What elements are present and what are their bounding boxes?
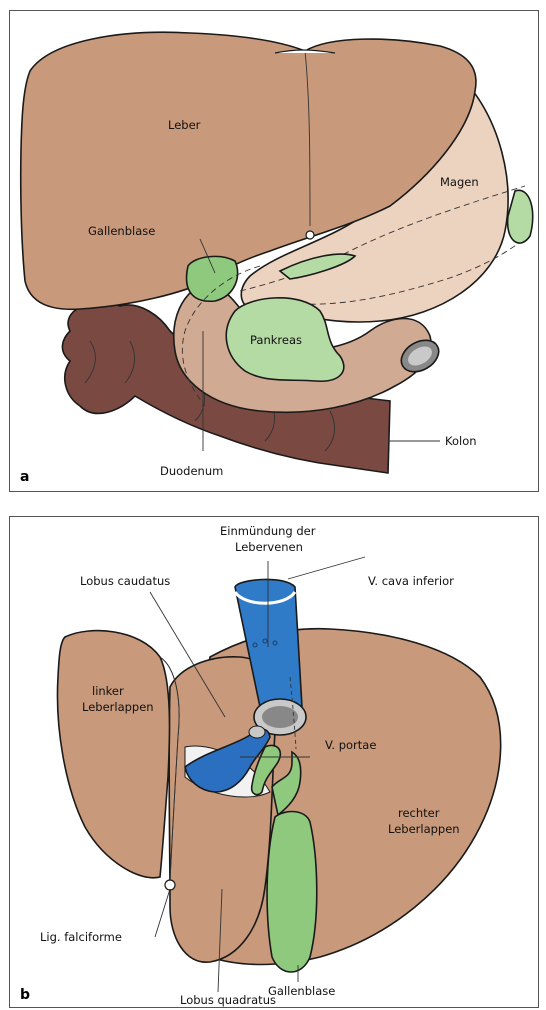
gallbladder-shape-b [267, 812, 317, 972]
label-duodenum: Duodenum [160, 464, 223, 478]
label-linker-2: Leberlappen [82, 700, 154, 714]
label-rechter-1: rechter [398, 806, 440, 820]
label-rechter-2: Leberlappen [388, 822, 460, 836]
label-falciforme: Lig. falciforme [40, 930, 122, 944]
label-einmuendung-1: Einmündung der [220, 524, 316, 538]
panel-a-illustration: Leber Magen Gallenblase Pankreas Kolon D… [10, 11, 538, 491]
label-leber: Leber [168, 118, 201, 132]
label-pankreas: Pankreas [250, 333, 302, 347]
label-linker-1: linker [92, 684, 124, 698]
label-magen: Magen [440, 175, 479, 189]
label-gallenblase: Gallenblase [88, 224, 155, 238]
panel-b: Einmündung der Lebervenen V. cava inferi… [9, 516, 539, 1008]
label-cava: V. cava inferior [368, 574, 454, 588]
left-lobe-shape [57, 631, 169, 878]
panel-b-illustration: Einmündung der Lebervenen V. cava inferi… [10, 517, 538, 1007]
panel-a: Leber Magen Gallenblase Pankreas Kolon D… [9, 10, 539, 492]
label-gallenblase-b: Gallenblase [268, 984, 335, 998]
panel-letter-b: b [20, 987, 30, 1003]
label-einmuendung-2: Lebervenen [235, 540, 303, 554]
panel-letter-a: a [20, 469, 29, 485]
label-kolon: Kolon [445, 434, 477, 448]
label-portae: V. portae [325, 738, 376, 752]
label-quadratus: Lobus quadratus [180, 993, 276, 1007]
label-caudatus: Lobus caudatus [80, 574, 170, 588]
